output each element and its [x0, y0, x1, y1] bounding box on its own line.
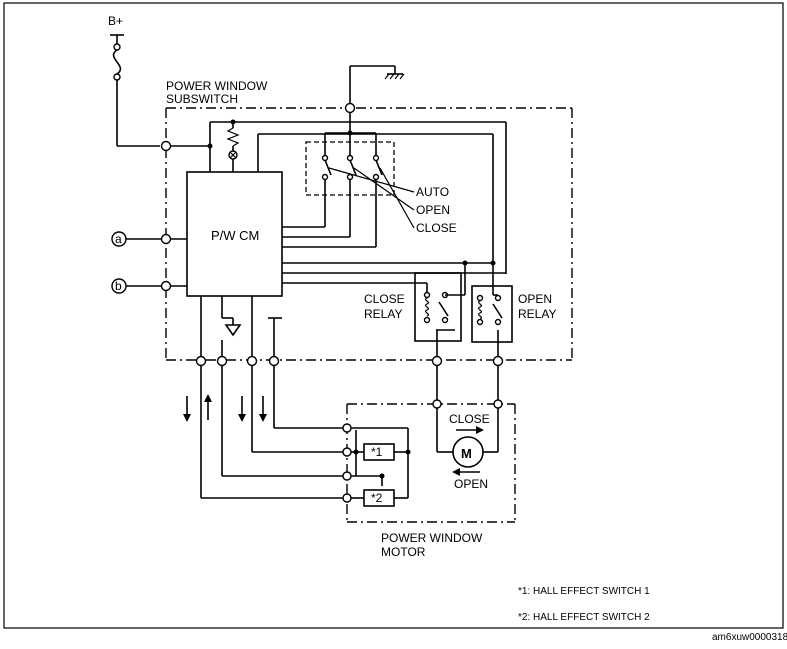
open-arrow-icon [452, 468, 460, 476]
motor-close-label: CLOSE [449, 412, 490, 426]
footnote-hall-2: *2: HALL EFFECT SWITCH 2 [518, 612, 650, 623]
arrow-down-icon [238, 414, 246, 422]
terminal-b-label: b [115, 279, 122, 293]
figure-id: am6xuw0000318 [712, 632, 787, 643]
hall1-label: *1 [371, 445, 383, 459]
open-switch [346, 154, 357, 237]
open-relay-label-line2: RELAY [518, 307, 556, 321]
arrow-up-icon [204, 394, 212, 402]
b-plus-label: B+ [108, 14, 123, 28]
hall2-label: *2 [371, 491, 383, 505]
terminal-a-label: a [115, 232, 122, 246]
pwcm-label: P/W CM [211, 228, 259, 243]
motor-boundary [346, 403, 516, 523]
hall-effect-switch-2: *2 [351, 489, 408, 507]
open-relay-label-line1: OPEN [518, 292, 552, 306]
switch-label-close: CLOSE [416, 221, 457, 235]
close-switch [372, 154, 383, 247]
signal-arrows [183, 394, 267, 422]
terminal-a: a [111, 231, 187, 247]
open-relay-box [471, 285, 513, 343]
arrow-down-icon [183, 414, 191, 422]
footnote-hall-1: *1: HALL EFFECT SWITCH 1 [518, 586, 650, 597]
ground-top [344, 65, 405, 133]
pwcm-module [186, 171, 283, 297]
close-relay [414, 272, 465, 358]
open-relay-coil-icon [477, 300, 483, 320]
close-relay-label-line2: RELAY [364, 307, 402, 321]
motor-symbol: M [461, 446, 472, 461]
close-arrow-icon [476, 426, 484, 434]
terminal-b: b [111, 278, 187, 294]
switch-label-auto: AUTO [416, 185, 449, 199]
motor-title-line1: POWER WINDOW [381, 531, 483, 545]
subswitch-label-line2: SUBSWITCH [166, 92, 238, 106]
auto-switch [321, 154, 332, 227]
pwcm-ground [221, 296, 242, 337]
close-relay-coil-icon [424, 297, 430, 317]
ground-arrow-icon [224, 324, 242, 337]
arrow-down-icon [259, 414, 267, 422]
subswitch-label-line1: POWER WINDOW [166, 79, 268, 93]
open-relay [471, 285, 513, 358]
window-motor: M [437, 426, 498, 476]
close-relay-box [414, 272, 462, 342]
indicator-resistor [226, 119, 240, 172]
hall-effect-switch-1: *1 [351, 443, 408, 461]
battery-supply: B+ [108, 14, 160, 147]
resistor-icon [226, 127, 240, 147]
motor-title-line2: MOTOR [381, 545, 426, 559]
fuse-icon [112, 49, 122, 75]
close-relay-label-line1: CLOSE [364, 292, 405, 306]
motor-open-label: OPEN [454, 477, 488, 491]
switch-label-open: OPEN [416, 203, 450, 217]
diagram-frame [3, 2, 784, 629]
